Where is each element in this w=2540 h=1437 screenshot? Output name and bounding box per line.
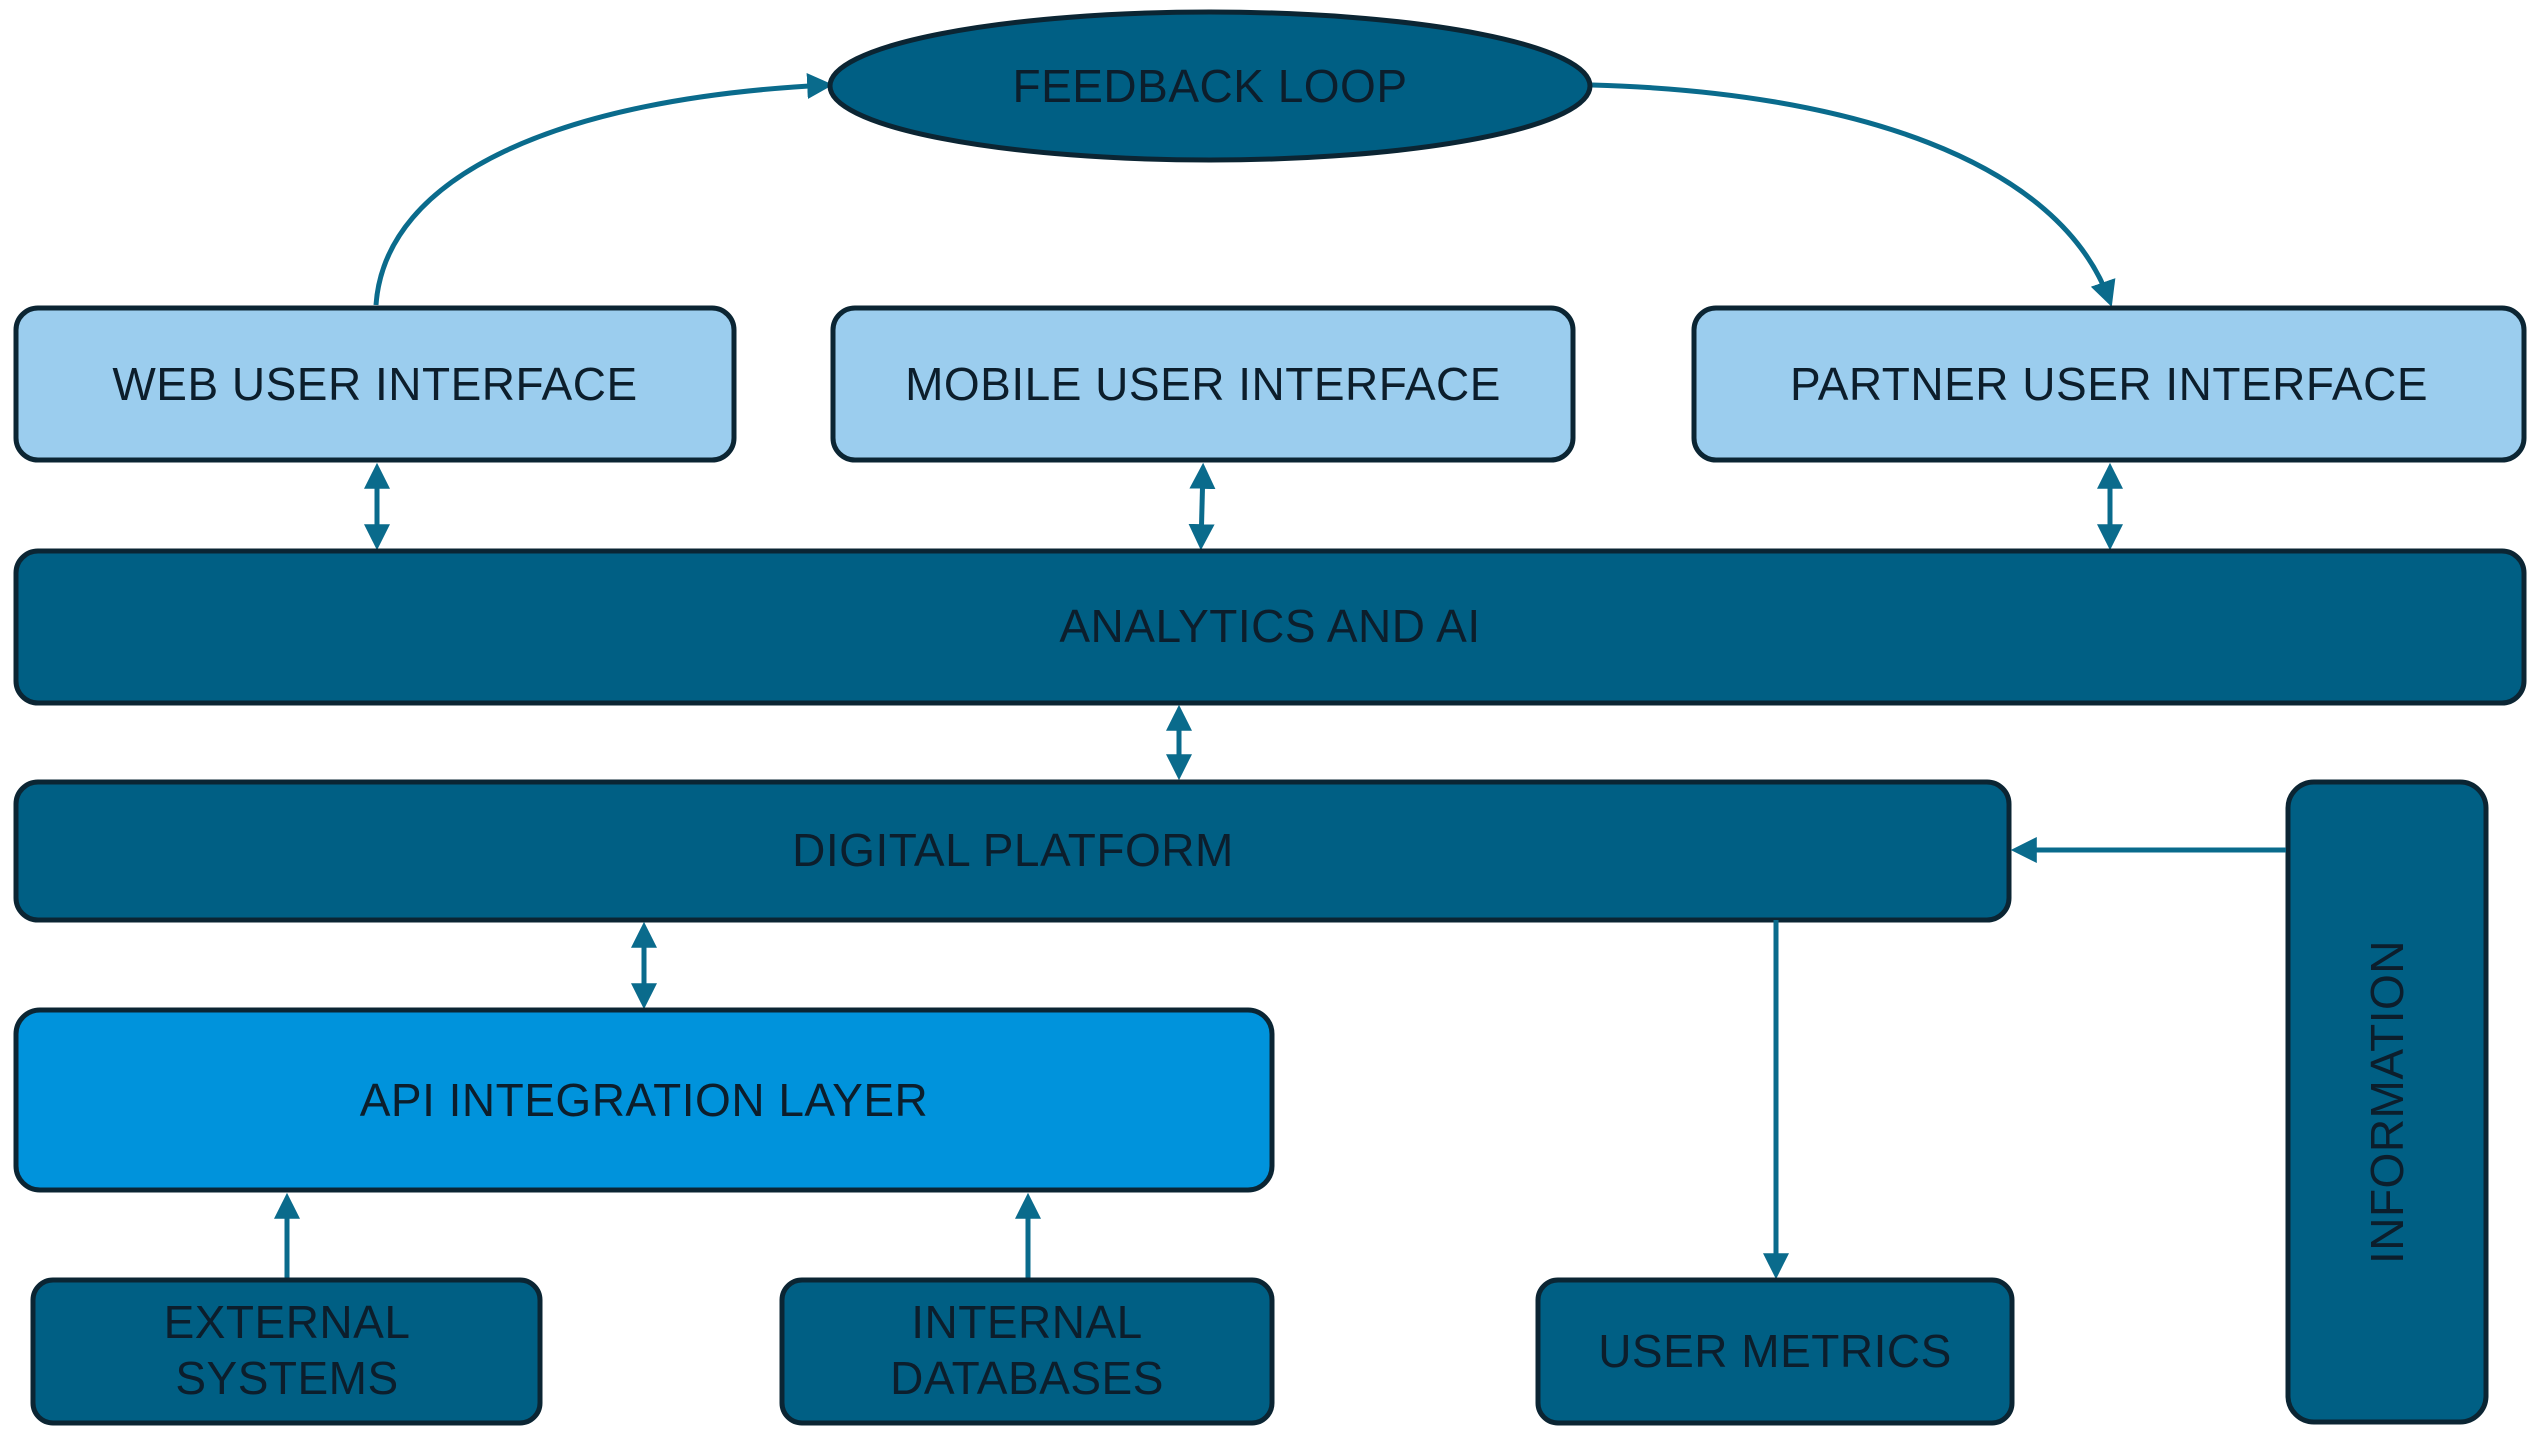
digital-platform-label: DIGITAL PLATFORM: [792, 824, 1234, 876]
external-systems-node: EXTERNAL SYSTEMS: [30, 1277, 543, 1426]
mobile-user-interface-node: MOBILE USER INTERFACE: [830, 305, 1576, 463]
external-systems-label-line1: EXTERNAL: [164, 1296, 411, 1348]
partner-user-interface-node: PARTNER USER INTERFACE: [1691, 305, 2527, 463]
api-integration-layer-node: API INTEGRATION LAYER: [13, 1007, 1275, 1193]
user-metrics-node: USER METRICS: [1535, 1277, 2015, 1426]
feedback-loop-left-arrow: [373, 73, 834, 306]
external-systems-label-line2: SYSTEMS: [175, 1352, 398, 1404]
web-user-interface-node: WEB USER INTERFACE: [13, 305, 737, 463]
feedback-loop-node: FEEDBACK LOOP: [827, 9, 1593, 163]
information-node: INFORMATION: [2285, 779, 2489, 1425]
web-user-interface-label: WEB USER INTERFACE: [112, 358, 637, 410]
mobile-user-interface-label: MOBILE USER INTERFACE: [905, 358, 1501, 410]
information-label: INFORMATION: [2361, 940, 2413, 1264]
analytics-ai-node: ANALYTICS AND AI: [13, 548, 2527, 706]
internal-databases-node: INTERNAL DATABASES: [779, 1277, 1275, 1426]
analytics-ai-label: ANALYTICS AND AI: [1059, 600, 1480, 652]
mobile-ui-analytics-arrow: [1188, 462, 1216, 551]
feedback-loop-label: FEEDBACK LOOP: [1012, 60, 1407, 112]
api-integration-layer-label: API INTEGRATION LAYER: [360, 1074, 929, 1126]
internal-databases-label-line1: INTERNAL: [911, 1296, 1142, 1348]
partner-user-interface-label: PARTNER USER INTERFACE: [1790, 358, 2428, 410]
user-metrics-label: USER METRICS: [1598, 1325, 1952, 1377]
internal-databases-label-line2: DATABASES: [890, 1352, 1164, 1404]
feedback-loop-right-arrow: [1591, 82, 2116, 307]
digital-platform-node: DIGITAL PLATFORM: [13, 779, 2012, 923]
